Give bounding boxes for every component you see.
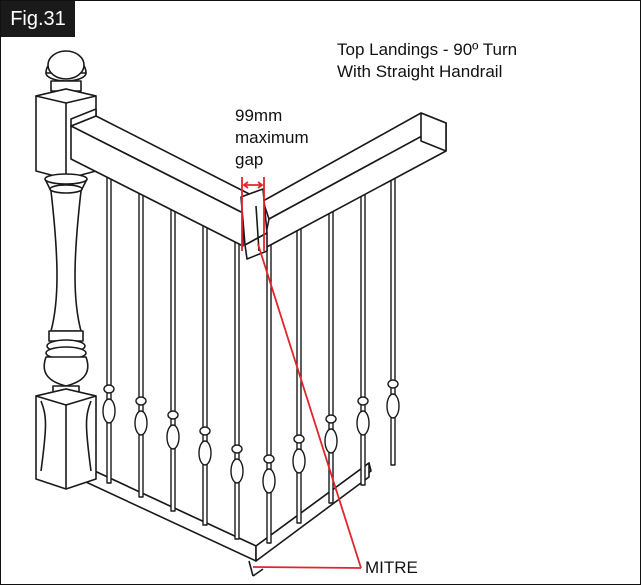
baluster — [198, 208, 212, 526]
baluster — [356, 182, 370, 486]
handrail-left-run — [70, 108, 264, 247]
baluster — [166, 192, 180, 512]
baluster — [134, 176, 148, 498]
gap-annotation — [241, 177, 265, 251]
gap-note-line-2: maximum — [235, 128, 309, 147]
gap-note-line-3: gap — [235, 150, 264, 169]
baluster — [102, 160, 116, 484]
mitre-label: MITRE — [365, 558, 418, 577]
diagram-title: Top Landings - 90º Turn With Straight Ha… — [337, 39, 627, 83]
gap-note-line-1: 99mm — [235, 106, 283, 125]
title-line-1: Top Landings - 90º Turn — [337, 40, 518, 59]
baluster — [292, 212, 306, 524]
mitre-pointer — [252, 243, 362, 569]
baluster — [386, 168, 400, 466]
baluster — [230, 225, 244, 540]
gap-note: 99mm maximum gap — [235, 105, 355, 171]
figure-label: Fig.31 — [1, 1, 75, 37]
newel-post — [35, 50, 97, 490]
balusters-left-run — [102, 160, 244, 540]
baseboard — [70, 460, 372, 577]
baluster — [324, 196, 338, 504]
title-line-2: With Straight Handrail — [337, 62, 503, 81]
